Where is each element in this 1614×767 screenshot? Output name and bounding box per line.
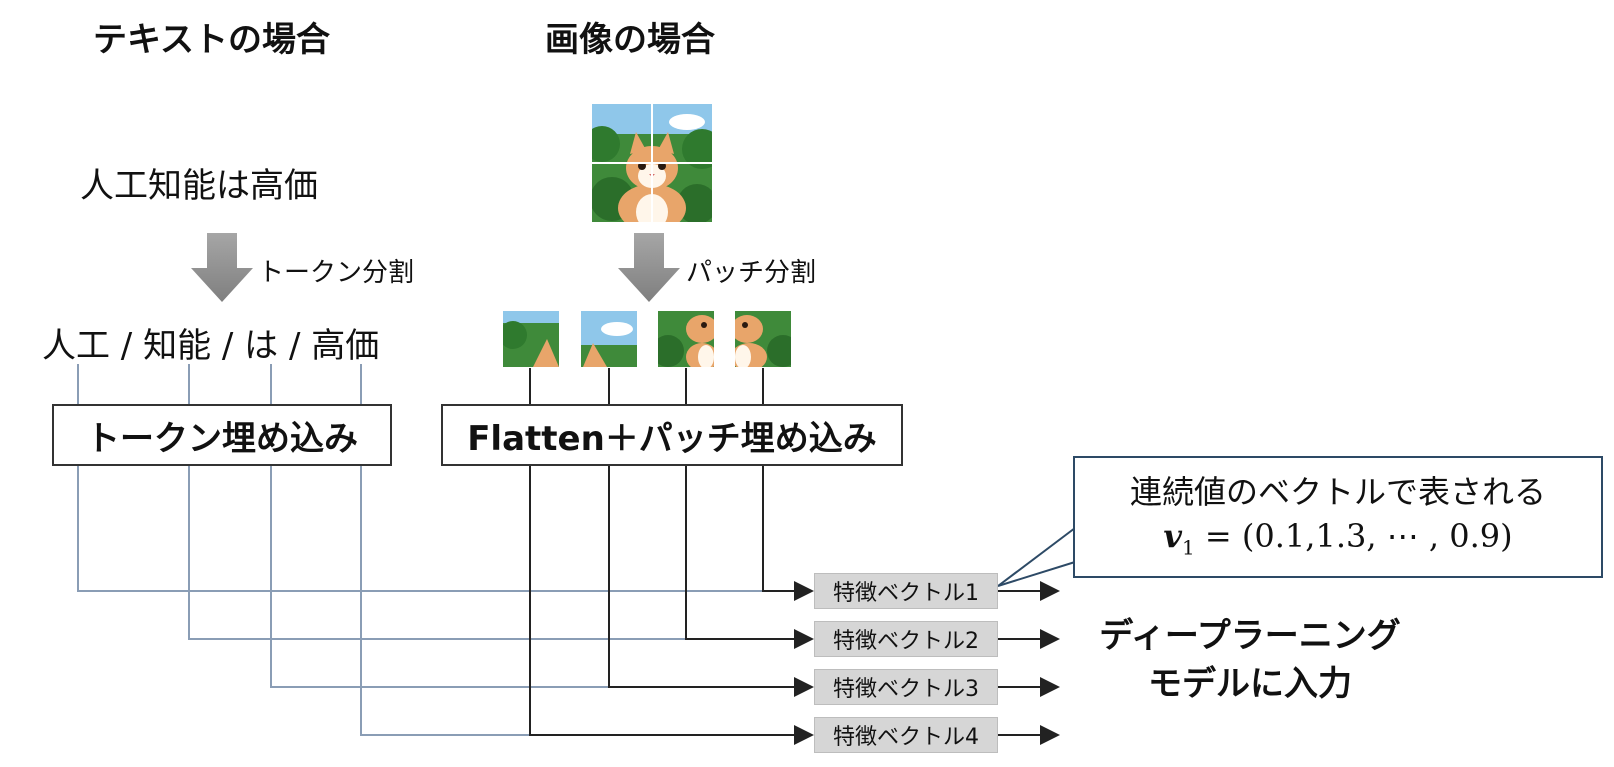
patch-split-label: パッチ分割 (686, 258, 817, 288)
image-patch-1 (499, 310, 560, 368)
image-patch-2 (580, 310, 638, 368)
token-split-arrow (191, 233, 253, 302)
equation-variable: v (1163, 517, 1183, 555)
input-sentence: 人工知能は高価 (80, 166, 318, 206)
text-section-heading: テキストの場合 (93, 20, 330, 60)
image-patch-3 (652, 310, 718, 371)
equation-subscript: 1 (1182, 535, 1195, 560)
vector-callout: 連続値のベクトルで表される v1 = (0.1,1.3, ⋯ , 0.9) (1073, 456, 1603, 578)
image-section-heading: 画像の場合 (545, 20, 715, 60)
token-line-2 (188, 465, 812, 640)
feature-vector-1: 特徴ベクトル1 (814, 573, 998, 609)
token-line-4 (360, 465, 812, 736)
token-line-3 (270, 465, 812, 688)
token-embedding-box: トークン埋め込み (52, 404, 392, 466)
cat-image (592, 104, 712, 222)
image-patch-4 (731, 310, 799, 371)
patch-line-2 (685, 465, 814, 649)
token-split-label: トークン分割 (258, 258, 415, 288)
deep-learning-label: ディープラーニング モデルに入力 (1080, 612, 1420, 708)
token-sequence: 人工 / 知能 / は / 高価 (42, 326, 380, 366)
equation-values: = (0.1,1.3, ⋯ , 0.9) (1194, 517, 1513, 555)
patch-line-4 (529, 465, 814, 745)
patch-embedding-box: Flatten＋パッチ埋め込み (441, 404, 903, 466)
callout-equation: v1 = (0.1,1.3, ⋯ , 0.9) (1075, 514, 1601, 569)
feature-vector-4: 特徴ベクトル4 (814, 717, 998, 753)
token-line-1 (77, 465, 812, 592)
callout-text: 連続値のベクトルで表される (1129, 473, 1546, 511)
feature-vector-2: 特徴ベクトル2 (814, 621, 998, 657)
dl-label-line1: ディープラーニング (1099, 616, 1401, 656)
patch-line-1 (762, 465, 814, 601)
patch-line-3 (608, 465, 814, 697)
patch-split-arrow (618, 233, 680, 302)
dl-label-line2: モデルに入力 (1148, 664, 1352, 704)
callout-pointer (997, 527, 1076, 587)
feature-vector-3: 特徴ベクトル3 (814, 669, 998, 705)
